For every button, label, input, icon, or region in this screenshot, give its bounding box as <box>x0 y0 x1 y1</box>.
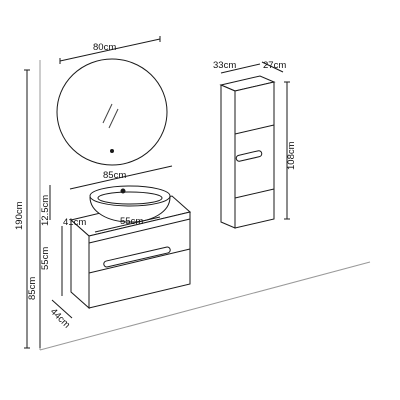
mirror-reflection-2 <box>108 108 119 129</box>
dim-line-cabinet-depth <box>261 61 284 73</box>
dim-line-cabinet-width <box>220 63 261 74</box>
label-drawer-height: 55cm <box>40 247 51 270</box>
label-cabinet-height: 108cm <box>286 141 297 170</box>
dim-line-countertop-width <box>94 216 161 233</box>
round-mirror <box>56 58 168 166</box>
dim-line-mirror-width <box>59 38 161 62</box>
dim-line-vanity-depth <box>51 299 73 319</box>
floor-line <box>39 261 371 351</box>
label-vanity-depth: 44cm <box>48 306 72 330</box>
label-cabinet-width: 33cm <box>213 60 236 71</box>
cabinet-handle <box>235 150 263 162</box>
drawer-handle <box>103 246 171 268</box>
label-countertop-width: 55cm <box>120 216 143 227</box>
vessel-basin <box>89 185 171 223</box>
mirror-touch-sensor <box>110 149 114 153</box>
label-vanity-width: 85cm <box>103 170 126 181</box>
mirror-reflection-1 <box>102 103 113 124</box>
label-total-height: 190cm <box>14 201 25 230</box>
dim-line-vanity-width <box>69 165 173 190</box>
label-basin-height: 12.5cm <box>40 195 51 226</box>
label-cabinet-depth: 27cm <box>263 60 286 71</box>
label-mirror-width: 80cm <box>93 42 116 53</box>
label-mount-height: 85cm <box>27 277 38 300</box>
tall-cabinet <box>219 75 276 229</box>
label-countertop-depth: 41cm <box>63 217 86 228</box>
